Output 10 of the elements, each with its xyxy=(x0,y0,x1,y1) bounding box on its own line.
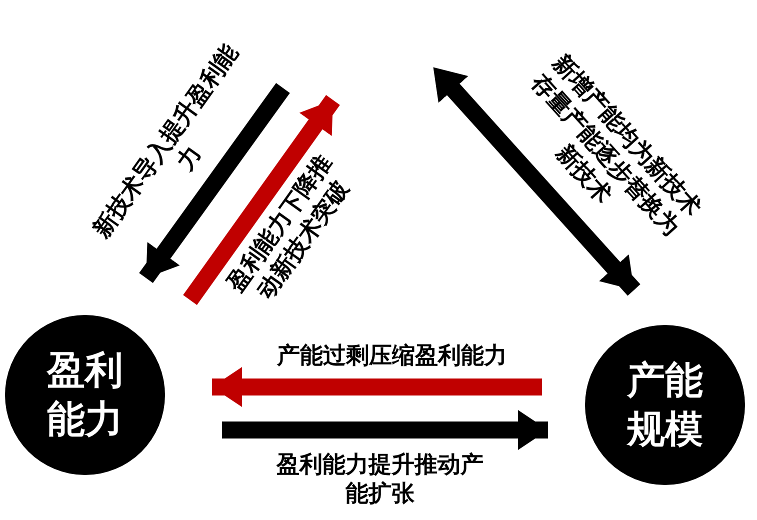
arrow xyxy=(139,83,290,283)
arrow xyxy=(433,67,640,296)
node-label: 产能规模 xyxy=(626,356,704,453)
arrow xyxy=(212,367,542,407)
edge-label: 产能过剩压缩盈利能力 xyxy=(276,342,508,370)
edge-label: 盈利能力提升推动产能扩张 xyxy=(275,451,484,508)
arrow xyxy=(222,410,548,450)
arrow xyxy=(183,95,340,305)
node-label: 盈利能力 xyxy=(46,346,124,443)
edge-label: 新增产能均为新技术存量产能逐步替换为新技术 xyxy=(525,49,707,242)
